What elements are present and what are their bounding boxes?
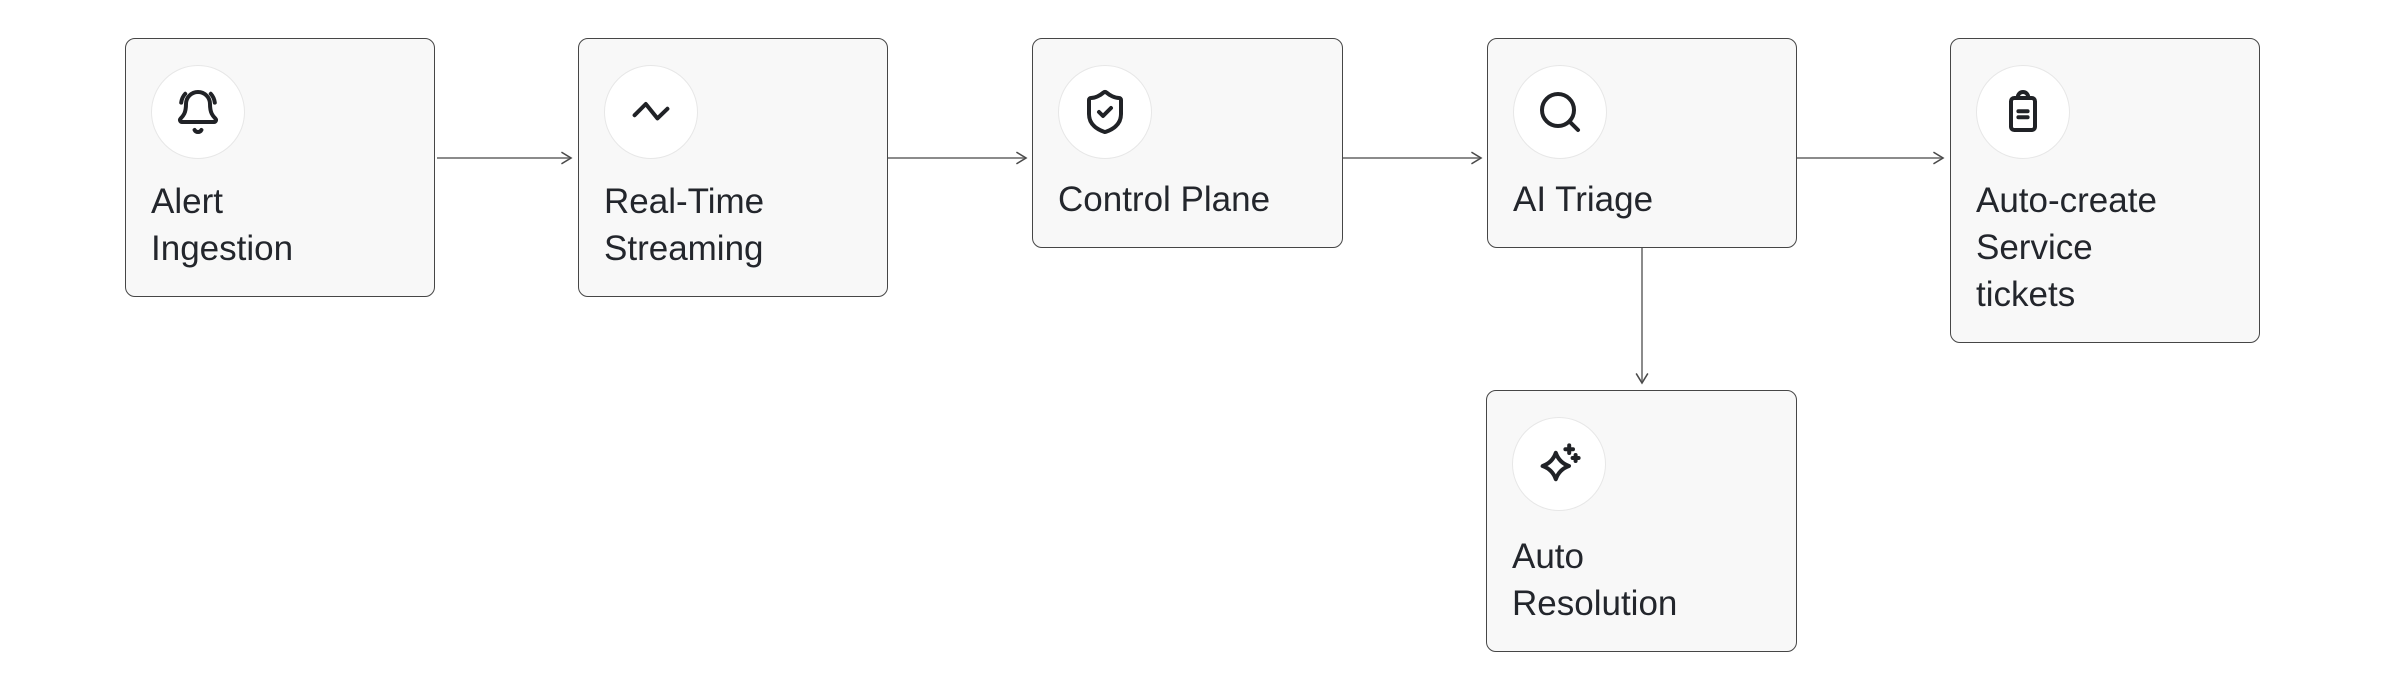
- node-label: Control Plane: [1058, 180, 1271, 219]
- node-auto-resolution[interactable]: Auto Resolution: [1486, 390, 1797, 652]
- icon-circle: [1512, 417, 1606, 511]
- node-label: AI Triage: [1513, 180, 1654, 219]
- icon-circle: [604, 65, 698, 159]
- shield-check-icon: [1087, 89, 1123, 135]
- clipboard-icon: [2009, 90, 2037, 132]
- icon-circle: [151, 65, 245, 159]
- node-label: Alert Ingestion: [151, 182, 294, 268]
- node-label: Auto-create Service tickets: [1976, 181, 2157, 314]
- waveform-icon: [632, 102, 670, 121]
- search-icon: [1540, 92, 1580, 132]
- sparkles-icon: [1540, 443, 1581, 482]
- node-label: Auto Resolution: [1512, 537, 1678, 623]
- node-auto-create-service-tickets[interactable]: Auto-create Service tickets: [1950, 38, 2260, 343]
- node-ai-triage[interactable]: AI Triage: [1487, 38, 1797, 248]
- node-label: Real-Time Streaming: [604, 182, 765, 268]
- node-alert-ingestion[interactable]: Alert Ingestion: [125, 38, 435, 297]
- icon-circle: [1976, 65, 2070, 159]
- icon-circle: [1058, 65, 1152, 159]
- node-real-time-streaming[interactable]: Real-Time Streaming: [578, 38, 888, 297]
- bell-ring-icon: [178, 90, 218, 134]
- icon-circle: [1513, 65, 1607, 159]
- node-control-plane[interactable]: Control Plane: [1032, 38, 1343, 248]
